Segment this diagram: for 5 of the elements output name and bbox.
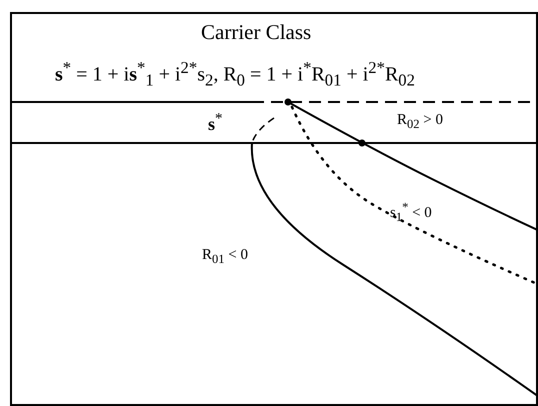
region-label: R$_{01}$ < 0: [202, 247, 248, 267]
diagram-title: Carrier Class: [201, 20, 312, 45]
formula-text: s$^{*}$ = 1 + is$^{*}$$_{1}$ + i$^{2*}$s$_{2}$, R$_{0}$ = 1 + i$^{*}$R$_{01}$ + i$^{2*}$R$_{02}$: [55, 58, 415, 91]
region-label: R$_{02}$ > 0: [397, 112, 443, 132]
axis-label: s$^{*}$: [208, 111, 223, 135]
